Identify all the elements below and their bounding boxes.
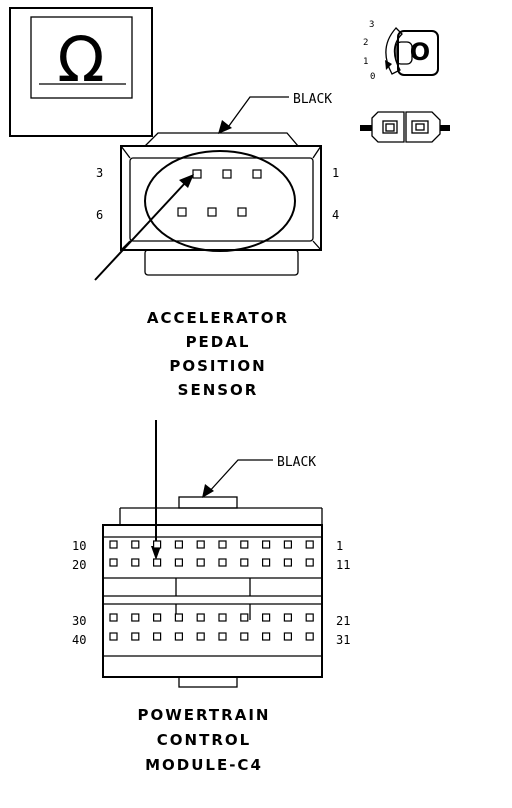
- pcm-cavity: [262, 613, 271, 622]
- pcm-cavity: [218, 632, 227, 641]
- pcm-cavity: [153, 558, 162, 567]
- app-title-line-4: SENSOR: [178, 381, 259, 399]
- pcm-pin-11: 11: [336, 558, 350, 572]
- pcm-pin-1: 1: [336, 539, 343, 553]
- pcm-title-line-2: CONTROL: [157, 731, 251, 749]
- pcm-cavity: [131, 540, 140, 549]
- pcm-cavity: [218, 540, 227, 549]
- pcm-cavity: [131, 558, 140, 567]
- pcm-cavity: [196, 632, 205, 641]
- app-sensor-connector: BLACK 3 6 1 4: [94, 92, 339, 281]
- pcm-cavity: [153, 540, 162, 549]
- pcm-pin-30: 30: [72, 614, 86, 628]
- app-title-line-2: PEDAL: [186, 333, 251, 351]
- pcm-cavity: [196, 540, 205, 549]
- pcm-cavity: [109, 540, 118, 549]
- pcm-cavity: [109, 613, 118, 622]
- key-position-2: 2: [363, 38, 368, 48]
- pcm-cavity: [305, 632, 314, 641]
- pcm-cavity: [240, 558, 249, 567]
- pcm-cavity: [174, 540, 183, 549]
- pcm-cavity: [305, 613, 314, 622]
- app-sensor-title: ACCELERATOR PEDAL POSITION SENSOR: [147, 309, 289, 399]
- pcm-cavity: [218, 558, 227, 567]
- pcm-cavity: [240, 613, 249, 622]
- pcm-cavity: [218, 613, 227, 622]
- app-pin-4: 4: [332, 208, 339, 222]
- key-position-1: 1: [363, 57, 368, 67]
- pcm-cavity: [305, 540, 314, 549]
- key-position-3: 3: [369, 20, 374, 30]
- pcm-pin-31: 31: [336, 633, 350, 647]
- pcm-pin-40: 40: [72, 633, 86, 647]
- pcm-cavity: [174, 632, 183, 641]
- app-pin-3: 3: [96, 166, 103, 180]
- pcm-cavity: [153, 632, 162, 641]
- pcm-title: POWERTRAIN CONTROL MODULE-C4: [138, 706, 271, 774]
- pcm-cavity: [283, 632, 292, 641]
- app-title-line-3: POSITION: [169, 357, 266, 375]
- pcm-cavity: [283, 613, 292, 622]
- pcm-color-label: BLACK: [277, 455, 316, 470]
- pcm-cavity: [305, 558, 314, 567]
- pcm-cavity: [262, 540, 271, 549]
- pcm-cavity: [131, 613, 140, 622]
- app-pin-1: 1: [332, 166, 339, 180]
- connector-mating-icon: [360, 111, 450, 143]
- ignition-key-icon: 3 2 1 0 O: [363, 20, 439, 82]
- key-position-0: 0: [370, 72, 375, 82]
- pcm-cavity: [196, 558, 205, 567]
- pcm-cavity: [109, 632, 118, 641]
- pcm-cavity: [131, 632, 140, 641]
- pcm-title-line-1: POWERTRAIN: [138, 706, 271, 724]
- pcm-cavity: [262, 558, 271, 567]
- pcm-cavity: [109, 558, 118, 567]
- pcm-cavity: [153, 613, 162, 622]
- pcm-c4-connector: BLACK 10 20 30 40 1 11 21 31: [72, 455, 350, 688]
- pcm-cavity: [240, 632, 249, 641]
- app-pin-6: 6: [96, 208, 103, 222]
- pcm-cavity-grid: [109, 540, 314, 641]
- pcm-cavity: [283, 558, 292, 567]
- pcm-cavity: [240, 540, 249, 549]
- pcm-pin-20: 20: [72, 558, 86, 572]
- pcm-cavity: [196, 613, 205, 622]
- omega-icon: Ω: [57, 23, 104, 96]
- app-color-label: BLACK: [293, 92, 332, 107]
- pcm-cavity: [174, 613, 183, 622]
- pcm-cavity-pointer-arrow: [151, 420, 161, 560]
- pcm-cavity: [262, 632, 271, 641]
- pcm-title-line-3: MODULE-C4: [145, 756, 263, 774]
- pcm-cavity: [174, 558, 183, 567]
- legend-box: Ω: [9, 7, 153, 137]
- app-title-line-1: ACCELERATOR: [147, 309, 289, 327]
- pcm-pin-21: 21: [336, 614, 350, 628]
- key-symbol: O: [410, 38, 430, 66]
- pcm-cavity: [283, 540, 292, 549]
- pcm-pin-10: 10: [72, 539, 86, 553]
